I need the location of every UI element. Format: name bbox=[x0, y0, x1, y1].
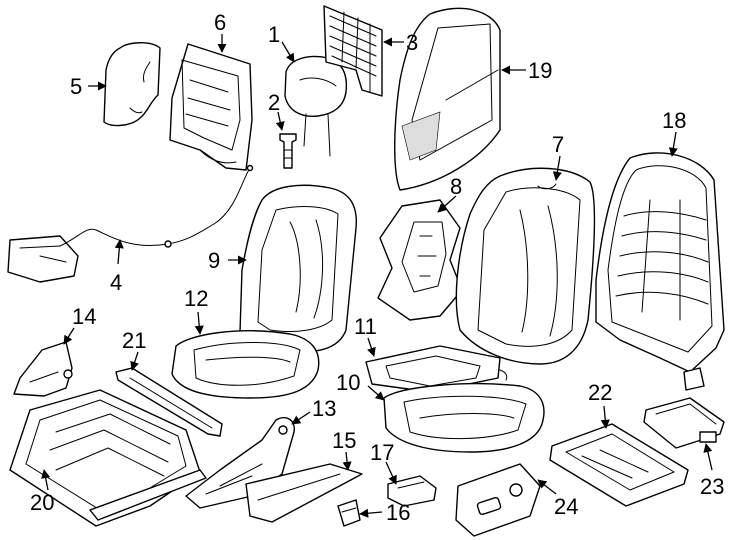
part-19-back-cover bbox=[394, 7, 501, 191]
part-15-trim-strip bbox=[245, 463, 363, 523]
callout-7: 7 bbox=[552, 132, 564, 157]
callout-18: 18 bbox=[662, 108, 686, 133]
callout-19: 19 bbox=[528, 58, 552, 83]
callout-14: 14 bbox=[72, 304, 96, 329]
part-18-backrest-frame bbox=[595, 152, 725, 391]
callout-3: 3 bbox=[406, 30, 418, 55]
part-11-seat-heater bbox=[365, 345, 508, 393]
callout-1: 1 bbox=[268, 22, 280, 47]
callout-8: 8 bbox=[450, 174, 462, 199]
part-13-side-shield bbox=[185, 416, 295, 509]
callout-24: 24 bbox=[554, 494, 578, 519]
part-8-pad bbox=[377, 199, 463, 321]
part-2-guide-sleeve bbox=[279, 133, 297, 169]
part-10-seat-cushion bbox=[383, 382, 545, 453]
callout-21: 21 bbox=[122, 328, 146, 353]
part-20-seat-frame bbox=[9, 389, 207, 527]
callout-12: 12 bbox=[184, 286, 208, 311]
part-22-control-module bbox=[549, 423, 689, 507]
part-17-connector-bracket bbox=[387, 475, 437, 507]
callout-16: 16 bbox=[386, 500, 410, 525]
part-3-mesh-panel bbox=[323, 5, 383, 97]
part-9-backrest-cover bbox=[239, 184, 357, 353]
callout-17: 17 bbox=[370, 440, 394, 465]
part-23-module bbox=[643, 397, 725, 449]
callout-4: 4 bbox=[110, 270, 122, 295]
part-14-bracket bbox=[13, 341, 73, 397]
callout-10: 10 bbox=[336, 370, 360, 395]
part-5-side-trim-cover bbox=[103, 42, 161, 127]
callout-9: 9 bbox=[208, 248, 220, 273]
callout-15: 15 bbox=[332, 428, 356, 453]
callout-23: 23 bbox=[700, 474, 724, 499]
part-7-backrest-cushion bbox=[455, 167, 596, 365]
part-6-back-panel bbox=[169, 43, 253, 171]
callout-5: 5 bbox=[70, 74, 82, 99]
part-16-clip bbox=[337, 499, 361, 527]
callout-11: 11 bbox=[354, 314, 377, 339]
callout-22: 22 bbox=[588, 380, 612, 405]
part-24-seat-switch bbox=[455, 463, 541, 537]
callout-2: 2 bbox=[268, 90, 280, 115]
callout-leaders bbox=[41, 34, 713, 518]
part-1-headrest bbox=[284, 55, 348, 157]
part-12-seat-cushion-cover bbox=[171, 330, 320, 399]
callout-numbers: 1 2 3 4 5 6 7 8 9 10 11 12 13 14 15 16 1… bbox=[30, 10, 724, 525]
callout-6: 6 bbox=[214, 10, 226, 35]
callout-20: 20 bbox=[30, 490, 54, 515]
part-4-release-cable bbox=[7, 164, 254, 283]
callout-13: 13 bbox=[312, 396, 336, 421]
